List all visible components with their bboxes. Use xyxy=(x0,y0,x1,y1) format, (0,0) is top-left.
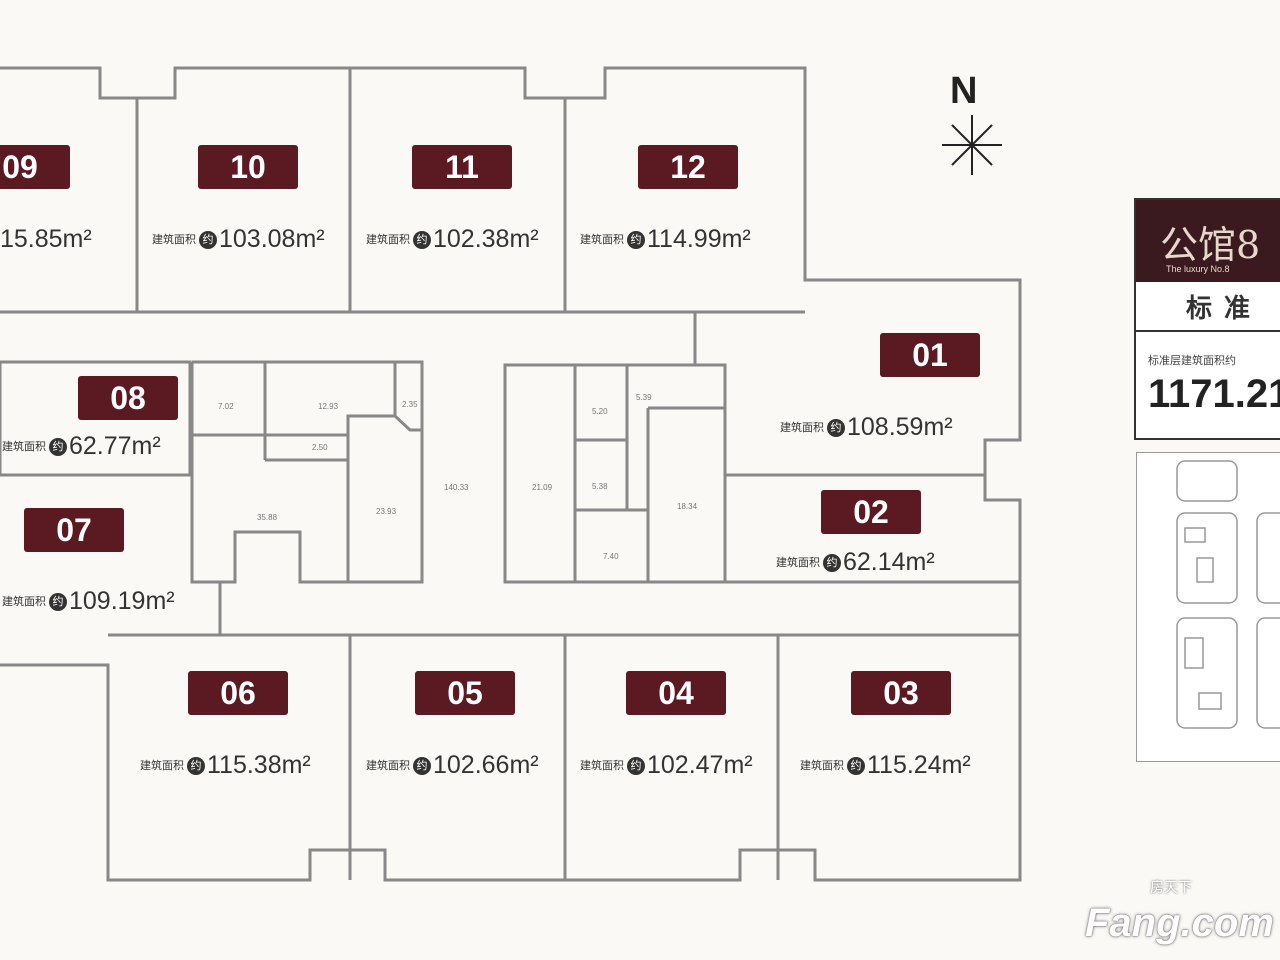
area-label: 建筑面积 xyxy=(776,556,820,569)
unit-area: 62.77m² xyxy=(69,432,161,460)
unit-area: 62.14m² xyxy=(843,548,935,576)
approx-icon: 约 xyxy=(413,230,431,249)
compass-north-label: N xyxy=(950,70,978,112)
site-plan-thumbnail xyxy=(1136,452,1280,762)
area-label: 建筑面积 xyxy=(366,233,410,246)
panel-title: 公馆8 xyxy=(1160,223,1261,267)
area-label: 建筑面积 xyxy=(2,595,46,608)
unit-number-badge: 04 xyxy=(626,671,726,715)
panel-logo: 公馆8 The luxury No.8 xyxy=(1136,200,1280,282)
unit-number-badge: 11 xyxy=(412,145,512,189)
compass-star-icon xyxy=(942,115,1002,175)
panel-standard-heading: 标准 xyxy=(1136,282,1280,332)
room-area: 5.39 xyxy=(636,393,652,402)
unit-number-badge: 06 xyxy=(188,671,288,715)
site-plan-drawing xyxy=(1176,460,1280,729)
room-area: 2.50 xyxy=(312,443,328,452)
unit-area: 102.47m² xyxy=(647,751,753,779)
unit-number-badge: 08 xyxy=(78,376,178,420)
approx-icon: 约 xyxy=(413,756,431,775)
area-label: 建筑面积 xyxy=(366,759,410,772)
room-area: 21.09 xyxy=(532,483,553,492)
area-label: 建筑面积 xyxy=(2,440,46,453)
area-label: 建筑面积 xyxy=(800,759,844,772)
approx-icon: 约 xyxy=(823,553,841,572)
room-area: 23.93 xyxy=(376,507,397,516)
area-label: 建筑面积 xyxy=(152,233,196,246)
approx-icon: 约 xyxy=(199,230,217,249)
unit-area: 103.08m² xyxy=(219,225,325,253)
area-label: 建筑面积 xyxy=(580,233,624,246)
room-area: 140.33 xyxy=(444,483,469,492)
watermark-logo: Fang.com xyxy=(1085,901,1274,945)
unit-area: 102.38m² xyxy=(433,225,539,253)
approx-icon: 约 xyxy=(827,418,845,437)
room-area: 7.40 xyxy=(603,552,619,561)
area-label: 建筑面积 xyxy=(780,421,824,434)
unit-number-badge: 02 xyxy=(821,490,921,534)
unit-number-badge: 07 xyxy=(24,508,124,552)
room-area: 5.20 xyxy=(592,407,608,416)
approx-icon: 约 xyxy=(847,756,865,775)
unit-number-badge: 03 xyxy=(851,671,951,715)
approx-icon: 约 xyxy=(627,230,645,249)
panel-area-value: 1171.21 xyxy=(1148,372,1280,416)
room-area: 5.38 xyxy=(592,482,608,491)
unit-area: 115.38m² xyxy=(207,751,311,779)
unit-number-badge: 01 xyxy=(880,333,980,377)
unit-number-badge: 12 xyxy=(638,145,738,189)
room-area: 18.34 xyxy=(677,502,698,511)
unit-area: 108.59m² xyxy=(847,413,953,441)
room-area: 12.93 xyxy=(318,402,339,411)
room-area: 35.88 xyxy=(257,513,278,522)
approx-icon: 约 xyxy=(627,756,645,775)
info-panel: 公馆8 The luxury No.8 标准 标准层建筑面积约 1171.21 xyxy=(1134,198,1280,440)
unit-area: 102.66m² xyxy=(433,751,539,779)
unit-number-badge: 09 xyxy=(0,145,70,189)
area-label: 建筑面积 xyxy=(140,759,184,772)
panel-subtitle: The luxury No.8 xyxy=(1166,264,1230,274)
area-label: 建筑面积 xyxy=(580,759,624,772)
unit-area: 109.19m² xyxy=(69,587,175,615)
room-area: 7.02 xyxy=(218,402,234,411)
unit-area: 114.99m² xyxy=(647,225,751,253)
approx-icon: 约 xyxy=(187,756,205,775)
approx-icon: 约 xyxy=(49,592,67,611)
panel-area-label: 标准层建筑面积约 xyxy=(1148,355,1236,367)
unit-area: 115.24m² xyxy=(867,751,971,779)
unit-number-badge: 10 xyxy=(198,145,298,189)
unit-number-badge: 05 xyxy=(415,671,515,715)
approx-icon: 约 xyxy=(49,437,67,456)
room-area: 2.35 xyxy=(402,400,418,409)
watermark-cn: 房天下 xyxy=(1150,879,1192,895)
unit-area: 15.85m² xyxy=(0,225,92,253)
